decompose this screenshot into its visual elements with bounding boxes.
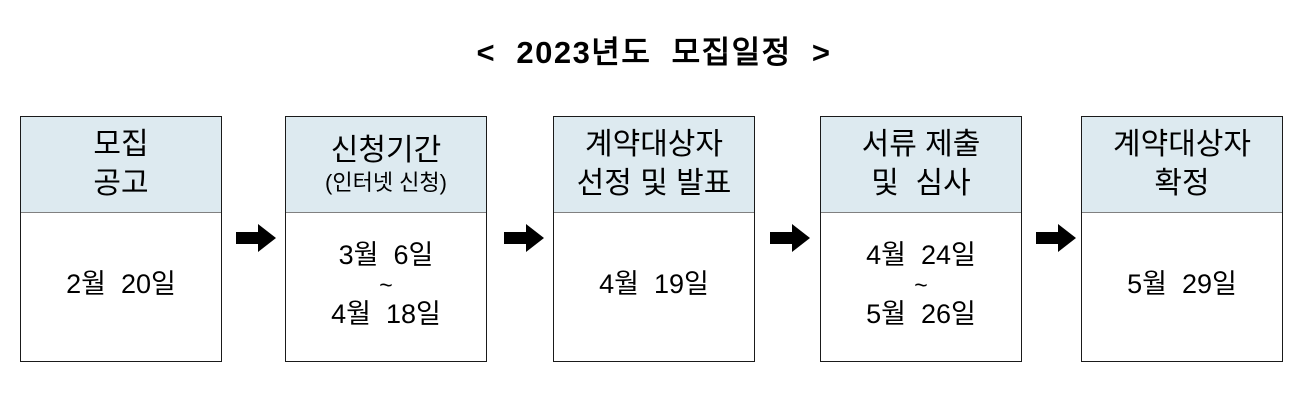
step-header-line: 신청기간 (330, 133, 442, 167)
step-box-contract-candidate-confirmation: 계약대상자 확정 5월 29일 (1081, 116, 1283, 362)
step-box-contract-candidate-selection-announcement: 계약대상자 선정 및 발표 4월 19일 (553, 116, 755, 362)
step-body: 4월 19일 (554, 213, 754, 361)
step-header: 모집 공고 (21, 117, 221, 213)
right-arrow-icon (1036, 223, 1076, 253)
step-header-line: 서류 제출 (861, 128, 981, 162)
step-header: 계약대상자 확정 (1082, 117, 1282, 213)
step-date: 4월 19일 (599, 269, 709, 300)
step-date: 5월 29일 (1127, 269, 1237, 300)
step-body: 4월 24일 ~ 5월 26일 (821, 213, 1021, 361)
recruitment-schedule-flow: 모집 공고 2월 20일 신청기간 (인터넷 신청) 3월 6일 ~ 4월 18… (0, 116, 1308, 366)
step-body: 5월 29일 (1082, 213, 1282, 361)
step-header-line: 선정 및 발표 (576, 166, 732, 200)
step-body: 2월 20일 (21, 213, 221, 361)
step-header: 계약대상자 선정 및 발표 (554, 117, 754, 213)
step-box-application-period: 신청기간 (인터넷 신청) 3월 6일 ~ 4월 18일 (285, 116, 487, 362)
right-arrow-icon (504, 223, 544, 253)
step-box-recruitment-notice: 모집 공고 2월 20일 (20, 116, 222, 362)
step-body: 3월 6일 ~ 4월 18일 (286, 213, 486, 361)
date-range-separator: ~ (379, 271, 393, 298)
step-date-start: 4월 24일 (866, 239, 976, 270)
step-header: 신청기간 (인터넷 신청) (286, 117, 486, 213)
step-box-document-submission-review: 서류 제출 및 심사 4월 24일 ~ 5월 26일 (820, 116, 1022, 362)
step-date-end: 5월 26일 (866, 298, 976, 329)
step-date-end: 4월 18일 (331, 298, 441, 329)
step-header-line: 및 심사 (871, 166, 971, 200)
right-arrow-icon (770, 223, 810, 253)
page-title: < 2023년도 모집일정 > (476, 35, 832, 70)
step-header-line: 계약대상자 (1113, 128, 1251, 162)
step-header: 서류 제출 및 심사 (821, 117, 1021, 213)
right-arrow-icon (236, 223, 276, 253)
step-date-start: 3월 6일 (338, 239, 434, 270)
step-header-line: 공고 (93, 166, 149, 200)
step-header-subtitle: (인터넷 신청) (325, 170, 447, 196)
step-header-line: 모집 (93, 128, 149, 162)
date-range-separator: ~ (914, 271, 928, 298)
step-date: 2월 20일 (66, 269, 176, 300)
step-header-line: 계약대상자 (585, 128, 723, 162)
step-header-line: 확정 (1154, 166, 1210, 200)
